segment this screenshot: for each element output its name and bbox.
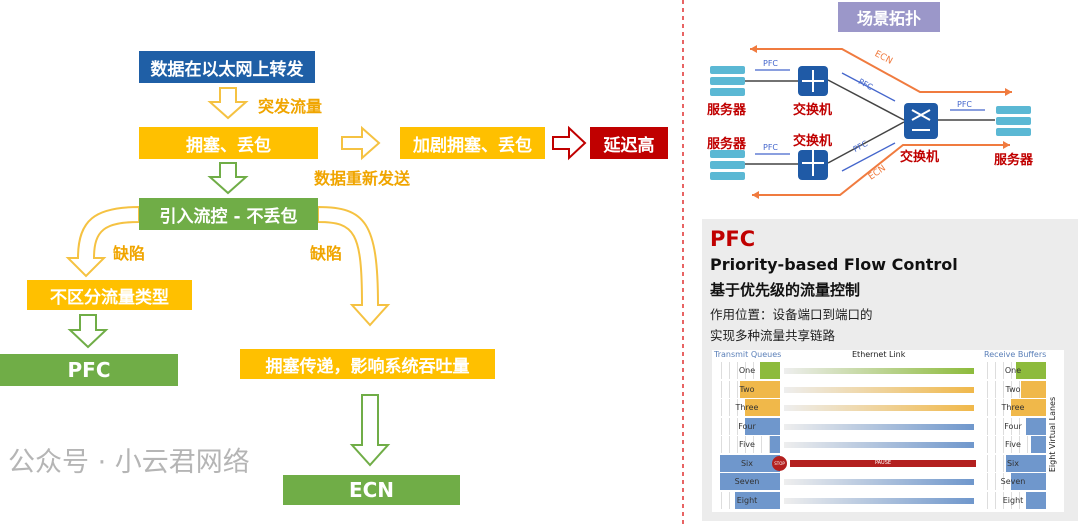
tx-queue: One — [714, 362, 780, 379]
rx-buffer: Eight — [980, 491, 1046, 509]
box-congestion-spread: 拥塞传递，影响系统吞吐量 — [240, 349, 495, 379]
server-label: 服务器 — [707, 103, 747, 118]
ethernet-link-label: Ethernet Link — [852, 350, 906, 359]
box-latency: 延迟高 — [590, 127, 668, 159]
lane-arrow — [784, 386, 974, 393]
tx-queue: Six — [714, 454, 780, 472]
lane-label: Eight — [736, 495, 758, 505]
topology-diagram — [710, 45, 1031, 199]
pfc-link-label: PFC — [763, 59, 779, 68]
down-arrow-icon — [207, 162, 249, 195]
receive-buffers-label: Receive Buffers — [984, 350, 1047, 359]
lane-label: Four — [738, 421, 756, 431]
lane-label: Six — [1006, 458, 1020, 468]
label-burst: 突发流量 — [258, 97, 323, 116]
box-ecn: ECN — [283, 475, 460, 505]
right-arrow-icon — [552, 125, 587, 161]
label-resend: 数据重新发送 — [314, 169, 411, 188]
switch-label: 交换机 — [793, 134, 833, 149]
lane-label: Six — [740, 458, 754, 468]
rx-buffer: Two — [980, 380, 1046, 398]
rx-buffer: Three — [980, 399, 1046, 416]
box-ethernet-forwarding: 数据在以太网上转发 — [139, 51, 315, 83]
lane-label: Two — [1005, 384, 1021, 394]
rx-buffer: Seven — [980, 473, 1046, 490]
pfc-lanes-diagram: Transmit Queues Ethernet Link Receive Bu… — [712, 350, 1064, 512]
lane-arrow — [784, 442, 974, 448]
topology-title: 场景拓扑 — [838, 2, 940, 32]
tx-queue: Three — [714, 399, 780, 416]
pfc-title: PFC — [710, 227, 756, 251]
box-worse-congestion: 加剧拥塞、丢包 — [400, 127, 545, 159]
pfc-cn-title: 基于优先级的流量控制 — [710, 281, 861, 299]
curved-arrow-icon — [65, 205, 140, 278]
lane-arrow — [784, 497, 974, 504]
lane-label: Four — [1004, 421, 1022, 431]
lane-arrow — [784, 368, 974, 374]
pfc-link-label: PFC — [763, 143, 779, 152]
lane-label: Three — [735, 403, 759, 412]
rx-buffer: Six — [980, 454, 1046, 472]
lane-arrow — [784, 479, 974, 485]
pfc-desc-2: 实现多种流量共享链路 — [710, 328, 836, 343]
lane-label: Five — [1005, 440, 1021, 449]
lane-label: Seven — [734, 477, 760, 486]
pfc-link-label: PFC — [957, 100, 973, 109]
tx-queue: Four — [714, 417, 780, 435]
lane-label: Three — [1001, 403, 1025, 412]
box-pfc: PFC — [0, 354, 178, 386]
tx-queue: Five — [714, 436, 780, 453]
lane-label: Seven — [1000, 477, 1026, 486]
down-arrow-icon — [207, 87, 249, 120]
rx-buffer: Five — [980, 436, 1046, 453]
tx-queue: Seven — [714, 473, 780, 490]
right-arrow-icon — [341, 125, 381, 161]
server-label: 服务器 — [994, 153, 1034, 168]
stop-sign-icon: STOP — [772, 455, 787, 471]
down-arrow-icon — [67, 314, 109, 349]
lane-arrow — [784, 423, 974, 430]
lane-label: Eight — [1002, 495, 1024, 505]
lane-label: One — [1004, 366, 1022, 375]
tx-queue: Two — [714, 380, 780, 398]
rx-buffer: One — [980, 362, 1046, 379]
down-arrow-icon — [349, 394, 391, 467]
box-flow-control: 引入流控 - 不丢包 — [139, 198, 318, 230]
lane-label: Five — [739, 440, 755, 449]
pfc-subtitle: Priority-based Flow Control — [710, 255, 958, 274]
switch-label: 交换机 — [793, 103, 833, 118]
server-label: 服务器 — [707, 137, 747, 152]
label-defect-right: 缺陷 — [310, 244, 343, 263]
pfc-desc-1: 作用位置：设备端口到端口的 — [710, 307, 873, 322]
lane-arrow — [784, 405, 974, 411]
virtual-lanes-label: Eight Virtual Lanes — [1048, 396, 1058, 473]
tx-queue: Eight — [714, 491, 780, 509]
lane-label: Two — [739, 384, 755, 394]
box-congestion: 拥塞、丢包 — [139, 127, 318, 159]
watermark: 公众号 · 小云君网络 — [8, 447, 250, 478]
curved-arrow-icon — [317, 205, 391, 327]
box-no-classification: 不区分流量类型 — [27, 280, 192, 310]
lane-label: One — [738, 366, 756, 375]
label-defect-left: 缺陷 — [113, 244, 146, 263]
transmit-queues-label: Transmit Queues — [714, 350, 782, 359]
rx-buffer: Four — [980, 417, 1046, 435]
switch-label: 交换机 — [900, 150, 940, 165]
pause-arrow: PAUSE — [790, 459, 976, 467]
